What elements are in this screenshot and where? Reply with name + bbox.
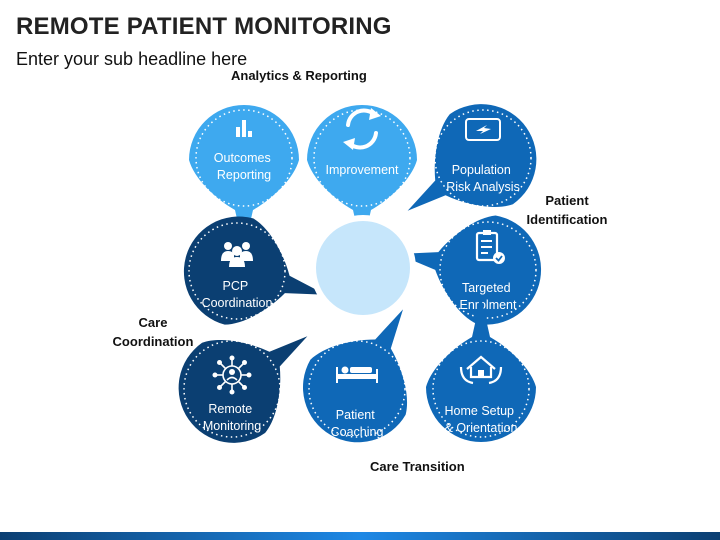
group-label-analytics: Analytics & Reporting: [231, 68, 367, 83]
node-pcp-label: PCP Coordination: [202, 279, 273, 310]
node-pcp-coordination: PCP Coordination: [171, 204, 341, 348]
group-label-identification: Patient Identification: [526, 193, 608, 227]
center-circle: [316, 221, 410, 315]
refresh-arrows-icon: [343, 108, 381, 150]
node-remote-label: Remote Monitoring: [203, 402, 261, 433]
ticket-icon: [465, 118, 501, 141]
group-label-transition: Care Transition: [370, 459, 465, 474]
house-hands-icon: [459, 355, 503, 385]
bar-chart-icon: [236, 120, 252, 137]
node-targeted-label: Targeted Enrolment: [460, 281, 517, 312]
node-coaching-label: Patient Coaching: [331, 408, 384, 439]
page-title: REMOTE PATIENT MONITORING: [16, 13, 392, 40]
node-outcomes-label: Outcomes Reporting: [214, 151, 274, 182]
node-population-risk: Population Risk Analysis: [376, 82, 558, 256]
footer-bar: [0, 532, 720, 540]
node-improvement: Improvement: [307, 104, 417, 250]
node-home-setup: Home Setup & Orientation: [426, 297, 536, 443]
node-improvement-label: Improvement: [326, 163, 399, 177]
clipboard-check-icon: [475, 230, 505, 264]
node-patient-coaching: Patient Coaching: [282, 281, 451, 463]
node-population-label: Population Risk Analysis: [446, 163, 520, 194]
group-people-icon: [221, 242, 253, 267]
node-outcomes-reporting: Outcomes Reporting: [189, 104, 299, 250]
page-subtitle: Enter your sub headline here: [16, 49, 248, 69]
node-targeted-enrolment: Targeted Enrolment: [387, 199, 550, 334]
network-person-icon: [212, 355, 252, 395]
node-remote-monitoring: Remote Monitoring: [157, 291, 339, 465]
group-label-coordination: Care Coordination: [112, 315, 194, 349]
patient-bed-icon: [336, 366, 378, 383]
node-home-label: Home Setup & Orientation: [445, 404, 518, 435]
